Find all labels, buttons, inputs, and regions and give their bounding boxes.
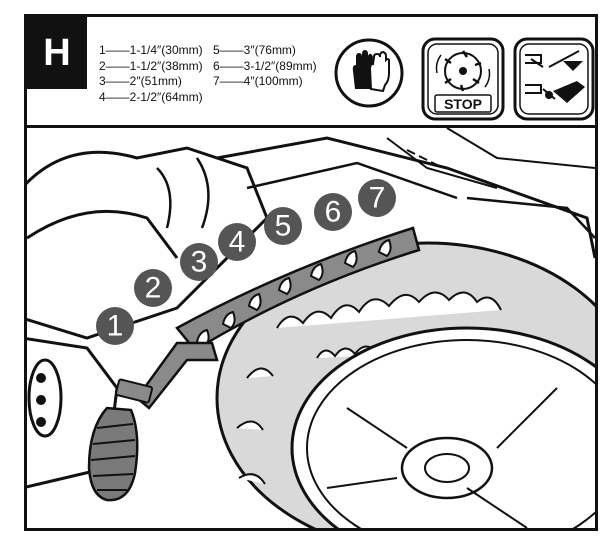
- step-letter: H: [43, 32, 71, 74]
- height-marker-label: 3: [191, 246, 208, 279]
- stop-label: STOP: [444, 96, 482, 112]
- stop-blade-icon: STOP: [421, 37, 505, 121]
- height-marker: [218, 223, 256, 261]
- height-marker: [96, 307, 134, 345]
- remove-spark-plug-icon: [513, 37, 595, 121]
- legend-item: 4——2-1/2″(64mm): [99, 89, 203, 104]
- gloves-icon: [334, 38, 404, 108]
- instruction-panel: H 1——1-1/4″(30mm) 2——1-1/2″(38mm) 3——2″(…: [24, 14, 598, 531]
- height-marker: [358, 179, 396, 217]
- legend-item: 5——3″(76mm): [213, 43, 296, 57]
- height-marker-label: 1: [107, 310, 124, 343]
- height-marker-label: 4: [229, 226, 246, 259]
- legend-column-2: 5——3″(76mm) 6——3-1/2″(89mm) 7——4″(100mm): [213, 43, 317, 90]
- height-marker: [314, 193, 352, 231]
- height-marker-label: 5: [275, 210, 292, 243]
- height-markers: 1 2 3 4 5 6 7: [96, 179, 396, 345]
- height-marker-label: 2: [145, 272, 162, 305]
- step-badge: H: [27, 17, 87, 89]
- height-marker: [264, 207, 302, 245]
- height-marker: [180, 243, 218, 281]
- legend-item: 7——4″(100mm): [213, 74, 303, 88]
- legend-item: 1——1-1/4″(30mm): [99, 43, 203, 57]
- legend-column-1: 1——1-1/4″(30mm) 2——1-1/2″(38mm) 3——2″(51…: [99, 43, 203, 105]
- height-marker-label: 6: [325, 196, 342, 229]
- legend-item: 6——3-1/2″(89mm): [213, 58, 317, 73]
- legend-item: 2——1-1/2″(38mm): [99, 58, 203, 73]
- height-marker-label: 7: [369, 182, 386, 215]
- height-adjustment-drawing: 1 2 3 4 5 6 7: [27, 128, 595, 528]
- mower-illustration: 1 2 3 4 5 6 7: [27, 128, 595, 528]
- panel-header: H 1——1-1/4″(30mm) 2——1-1/2″(38mm) 3——2″(…: [27, 17, 595, 128]
- height-marker: [134, 269, 172, 307]
- legend-item: 3——2″(51mm): [99, 74, 182, 88]
